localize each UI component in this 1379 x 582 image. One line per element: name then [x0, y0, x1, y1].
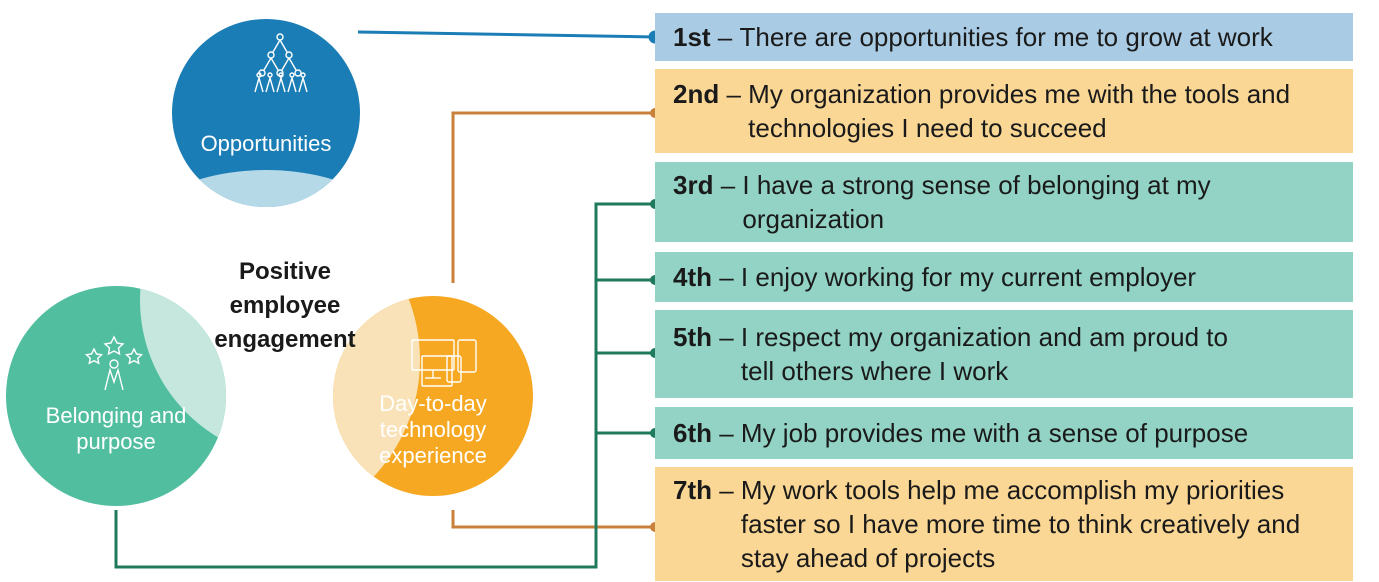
opportunities-circle	[172, 19, 360, 207]
item-6: 6th – My job provides me with a sense of…	[655, 407, 1353, 459]
item-text: I enjoy working for my current employer	[740, 262, 1197, 292]
item-7: 7th – My work tools help me accomplish m…	[655, 467, 1353, 581]
center-title: Positive employee engagement	[214, 258, 356, 353]
item-text: There are opportunities for me to grow a…	[739, 22, 1273, 52]
opportunities-label: Opportunities	[200, 131, 332, 156]
item-rank: 6th	[673, 418, 712, 448]
connector-belonging	[114, 202, 655, 569]
item-1: 1st – There are opportunities for me to …	[655, 13, 1353, 61]
item-text: My job provides me with a sense of purpo…	[740, 418, 1249, 448]
item-2: 2nd – My organization provides me with t…	[655, 69, 1353, 153]
item-text: I respect my organization and am proud t…	[740, 322, 1228, 386]
item-text: I have a strong sense of belonging at my…	[742, 170, 1211, 234]
technology-label: Day-to-day technology experience	[379, 391, 487, 468]
connector-technology	[451, 111, 655, 529]
belonging-circle	[6, 286, 226, 506]
item-rank: 5th	[673, 322, 712, 352]
item-4: 4th – I enjoy working for my current emp…	[655, 252, 1353, 302]
item-5: 5th – I respect my organization and am p…	[655, 310, 1353, 398]
item-rank: 7th	[673, 475, 712, 505]
belonging-label: Belonging and purpose	[45, 403, 187, 454]
devices-icon	[411, 339, 477, 387]
org-chart-people-icon	[254, 33, 308, 93]
item-rank: 3rd	[673, 170, 714, 200]
item-rank: 2nd	[673, 79, 720, 109]
stars-person-icon	[84, 335, 144, 391]
connector-opportunities	[357, 30, 662, 44]
item-rank: 4th	[673, 262, 712, 292]
item-3: 3rd – I have a strong sense of belonging…	[655, 162, 1353, 242]
item-rank: 1st	[673, 22, 711, 52]
item-text: My work tools help me accomplish my prio…	[740, 475, 1301, 573]
item-text: My organization provides me with the too…	[748, 79, 1291, 143]
